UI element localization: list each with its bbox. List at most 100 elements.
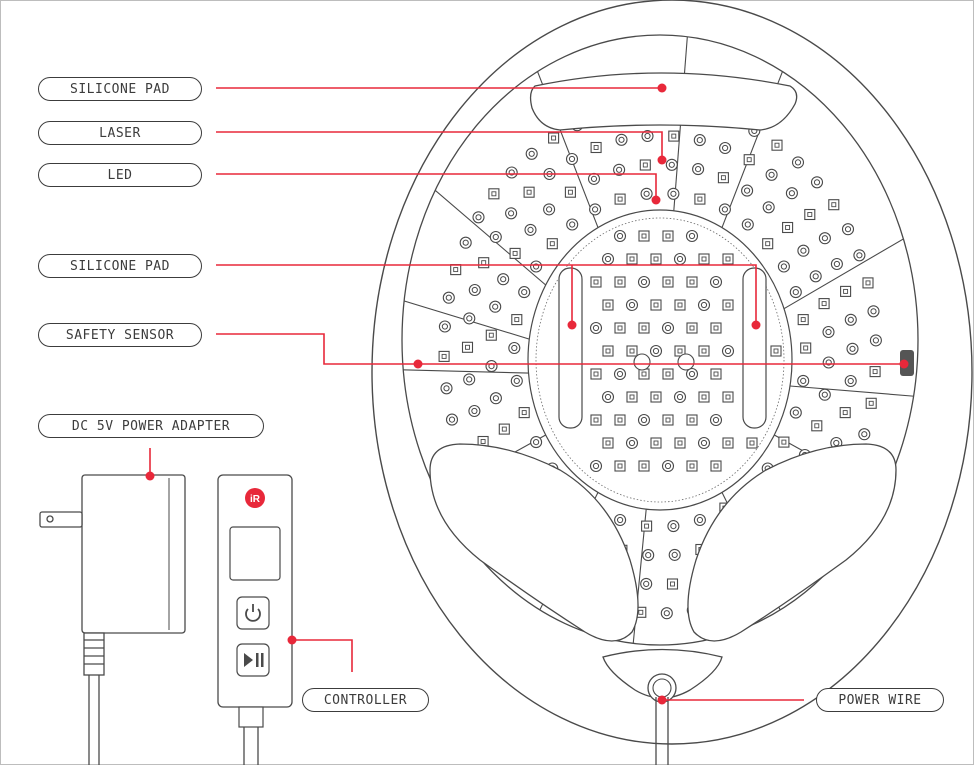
laser-emitter bbox=[666, 578, 679, 590]
led-emitter bbox=[661, 321, 675, 335]
led-emitter bbox=[673, 252, 687, 266]
led-emitter bbox=[613, 229, 627, 243]
play-pause-icon bbox=[244, 653, 264, 667]
led-emitter bbox=[809, 270, 822, 283]
laser-emitter bbox=[602, 299, 614, 311]
led-emitter bbox=[660, 607, 673, 620]
led-emitter bbox=[765, 168, 778, 181]
laser-emitter bbox=[710, 322, 722, 334]
led-emitter bbox=[721, 344, 735, 358]
led-emitter bbox=[818, 388, 831, 401]
led-emitter bbox=[661, 459, 675, 473]
laser-emitter bbox=[590, 414, 602, 426]
laser-emitter bbox=[638, 230, 650, 242]
controller-display bbox=[229, 526, 281, 581]
inner-silicone-pad-left bbox=[558, 267, 583, 429]
laser-emitter bbox=[564, 186, 576, 198]
led-emitter bbox=[459, 236, 472, 249]
led-emitter bbox=[510, 374, 523, 387]
laser-emitter bbox=[686, 276, 698, 288]
led-emitter bbox=[614, 513, 627, 527]
label-safety-sensor: SAFETY SENSOR bbox=[38, 323, 202, 347]
laser-emitter bbox=[674, 437, 686, 449]
led-emitter bbox=[530, 436, 543, 449]
laser-emitter bbox=[869, 366, 881, 378]
power-button[interactable] bbox=[236, 596, 270, 630]
led-emitter bbox=[822, 356, 835, 369]
laser-emitter bbox=[668, 130, 680, 142]
led-emitter bbox=[844, 374, 857, 388]
power-wire-cable bbox=[655, 697, 669, 765]
led-emitter bbox=[637, 413, 651, 427]
led-emitter bbox=[543, 203, 556, 216]
led-emitter bbox=[497, 273, 510, 286]
ir-logo: iR bbox=[250, 494, 261, 505]
led-emitter bbox=[468, 404, 481, 418]
led-emitter bbox=[613, 367, 627, 381]
laser-emitter bbox=[746, 437, 758, 449]
laser-emitter bbox=[488, 188, 500, 200]
laser-emitter bbox=[710, 460, 722, 472]
ir-logo-badge bbox=[245, 488, 265, 508]
led-emitter bbox=[468, 283, 481, 297]
callout-dots bbox=[145, 83, 909, 705]
laser-emitter bbox=[804, 208, 816, 221]
laser-emitter bbox=[818, 298, 830, 310]
label-power-wire: POWER WIRE bbox=[816, 688, 944, 712]
laser-emitter bbox=[722, 299, 734, 311]
led-emitter bbox=[625, 298, 639, 312]
laser-emitter bbox=[590, 141, 602, 154]
led-emitter bbox=[685, 229, 699, 243]
top-silicone-pad bbox=[529, 72, 798, 131]
laser-emitter bbox=[639, 159, 651, 171]
led-emitter bbox=[625, 436, 639, 450]
label-led: LED bbox=[38, 163, 202, 187]
led-emitter bbox=[566, 218, 579, 231]
led-emitter bbox=[518, 286, 531, 299]
led-emitter bbox=[858, 428, 871, 441]
led-emitter bbox=[601, 252, 615, 266]
laser-emitter bbox=[662, 368, 674, 380]
laser-emitter bbox=[662, 230, 674, 242]
led-emitter bbox=[709, 413, 723, 427]
led-emitter bbox=[649, 344, 663, 358]
laser-emitter bbox=[650, 391, 662, 403]
laser-emitter bbox=[590, 368, 602, 380]
led-emitter bbox=[524, 223, 537, 236]
laser-emitter bbox=[614, 460, 626, 472]
led-emitter bbox=[525, 147, 538, 160]
laser-emitter bbox=[638, 368, 650, 380]
led-emitter bbox=[589, 203, 602, 216]
led-emitter bbox=[637, 275, 651, 289]
laser-emitter bbox=[461, 341, 474, 353]
laser-emitter bbox=[686, 414, 698, 426]
laser-emitter bbox=[638, 322, 650, 334]
led-emitter bbox=[530, 260, 543, 273]
led-emitter bbox=[489, 300, 502, 313]
led-emitter bbox=[668, 548, 681, 561]
laser-emitter bbox=[450, 264, 462, 276]
led-emitter bbox=[665, 158, 678, 171]
laser-emitter bbox=[762, 238, 774, 250]
laser-emitter bbox=[770, 345, 782, 357]
laser-emitter bbox=[509, 247, 521, 259]
led-emitter bbox=[697, 298, 711, 312]
power-icon bbox=[245, 604, 261, 622]
laser-emitter bbox=[800, 342, 812, 354]
laser-emitter bbox=[686, 460, 698, 472]
laser-emitter bbox=[743, 154, 755, 166]
led-emitter bbox=[791, 156, 805, 169]
led-emitter bbox=[673, 390, 687, 404]
led-emitter bbox=[762, 201, 775, 214]
laser-emitter bbox=[590, 276, 602, 288]
led-emitter bbox=[667, 187, 680, 200]
laser-emitter bbox=[717, 172, 729, 184]
laser-emitter bbox=[650, 253, 662, 265]
laser-emitter bbox=[614, 276, 626, 288]
laser-emitter bbox=[638, 460, 650, 472]
led-emitter bbox=[741, 218, 754, 231]
led-emitter bbox=[718, 203, 731, 216]
led-emitter bbox=[719, 141, 732, 155]
laser-emitter bbox=[626, 253, 638, 265]
